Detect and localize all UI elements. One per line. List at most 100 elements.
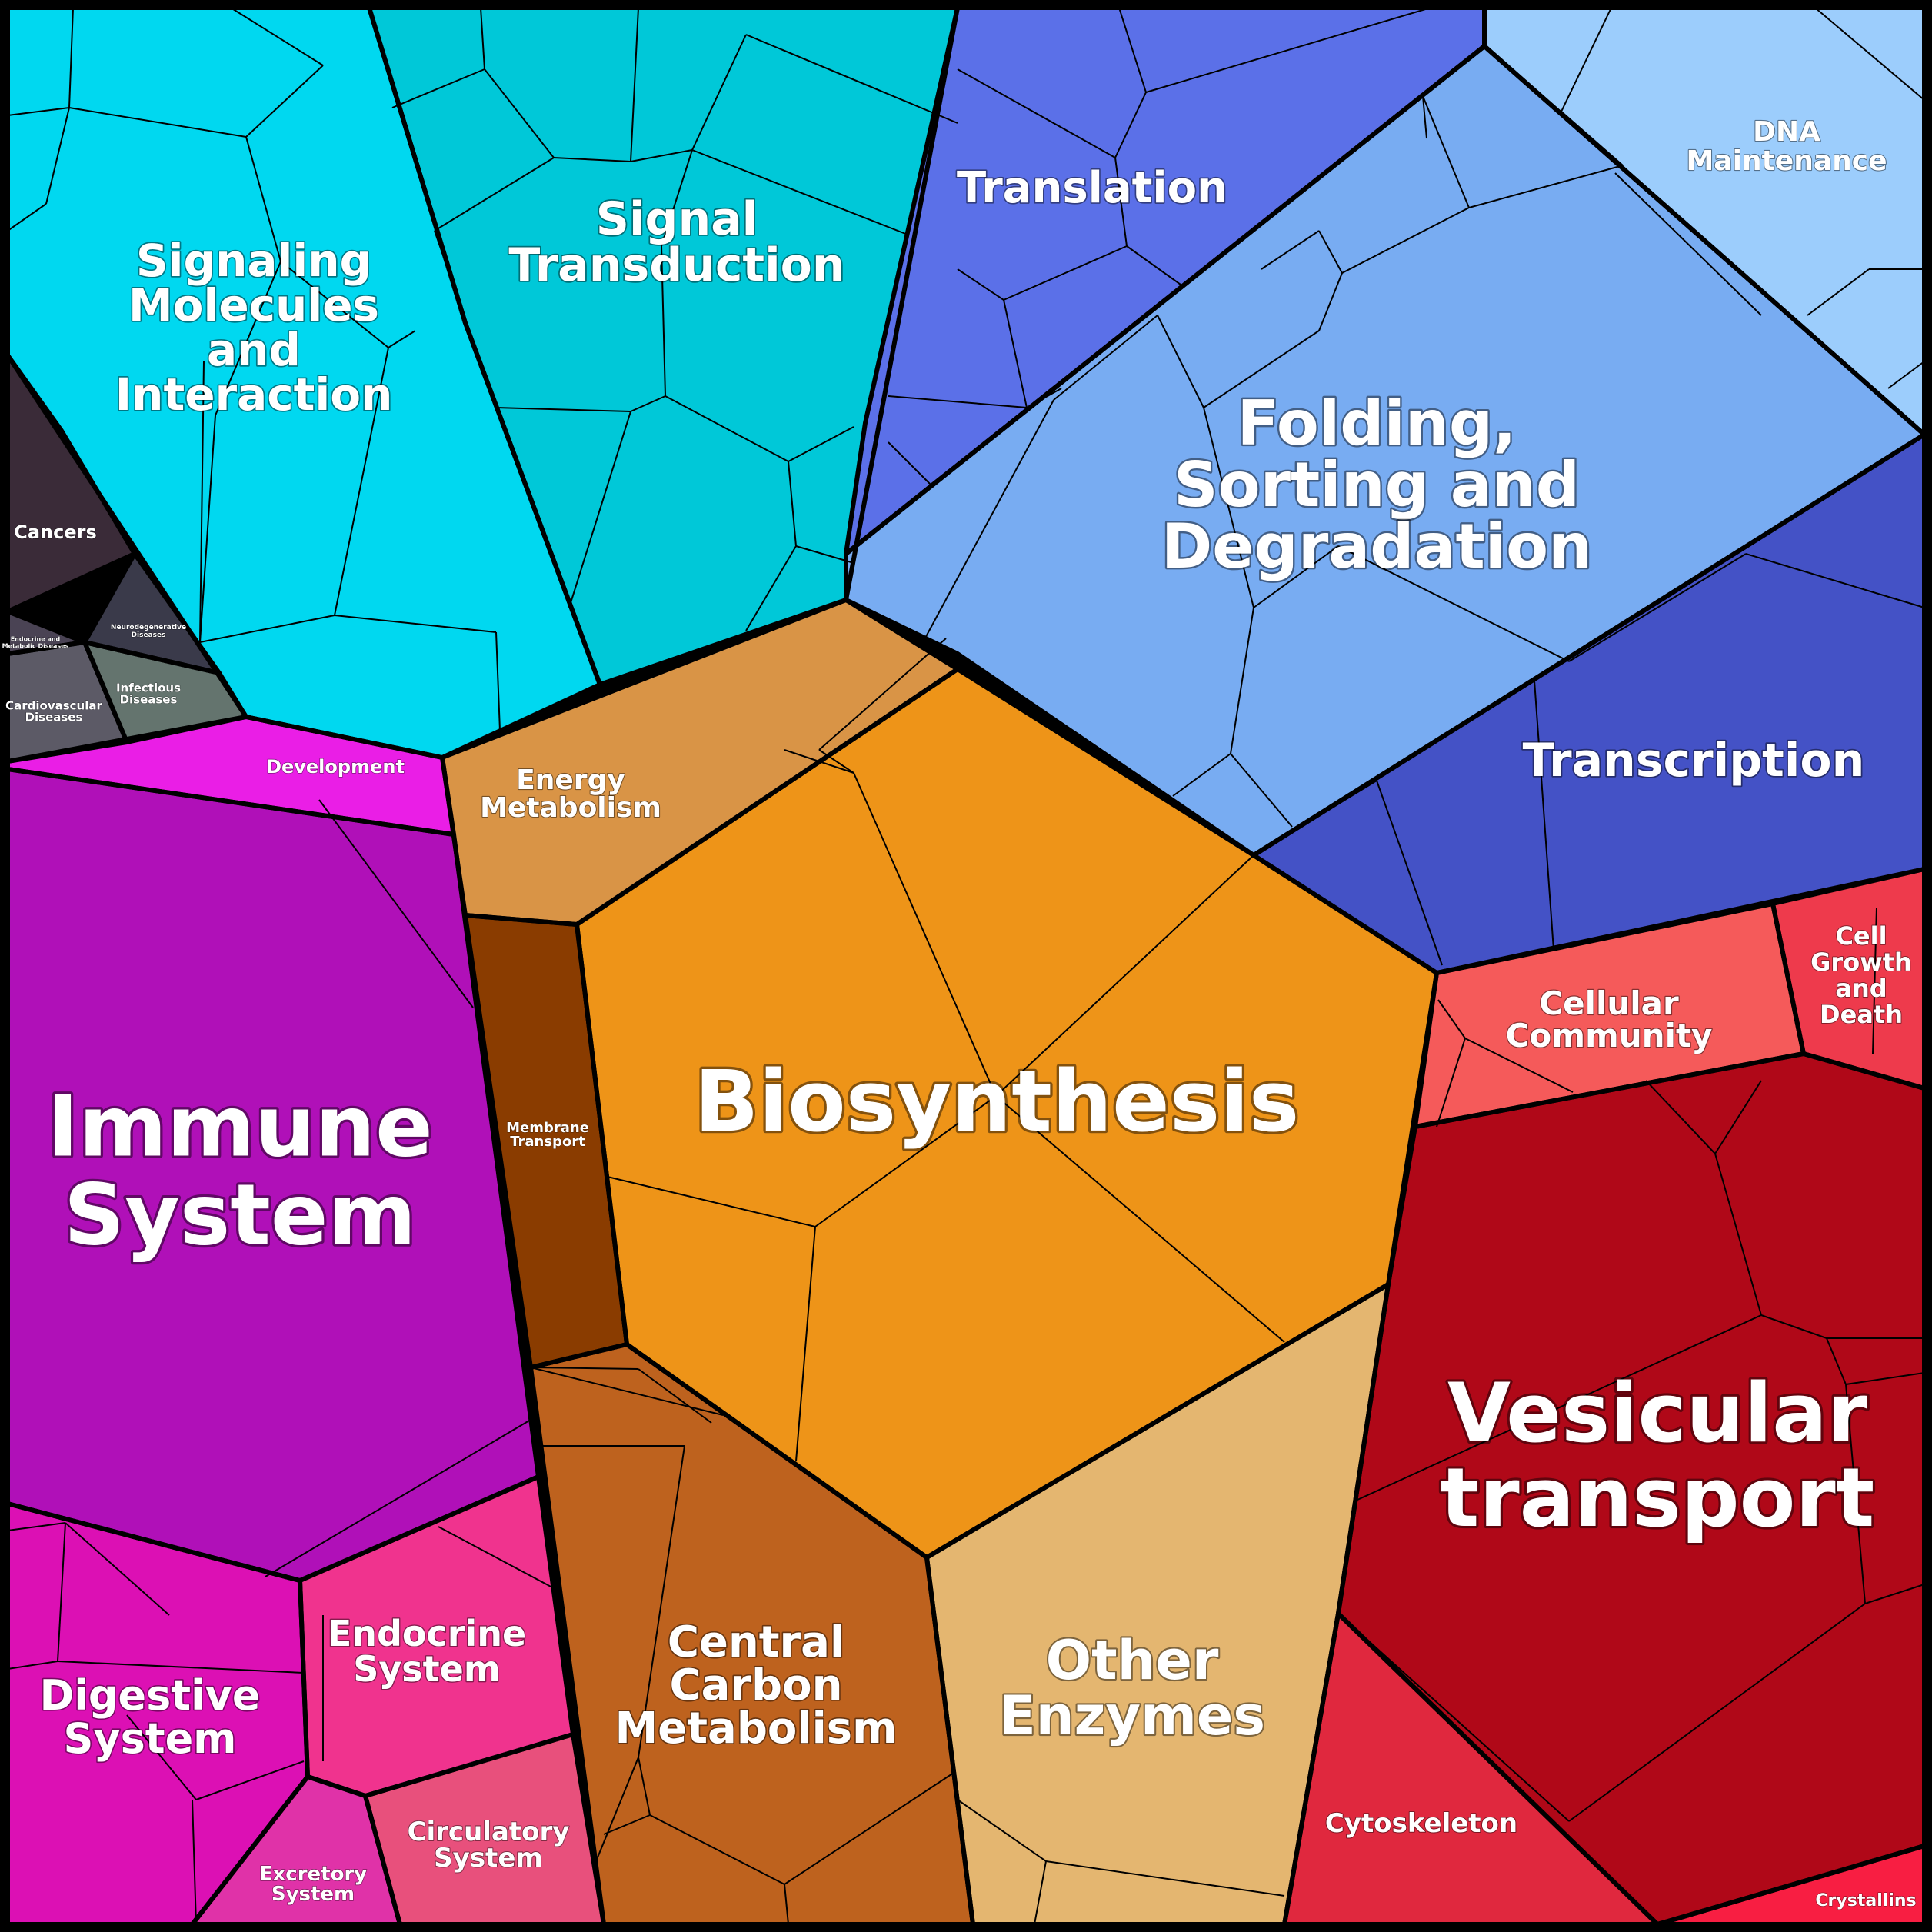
subcell-border [788, 461, 797, 547]
label-transcription: Transcription [1523, 734, 1865, 788]
region-vesicular-transport [1338, 1054, 1924, 1924]
subcell-border [1864, 1584, 1925, 1604]
subcell-border [661, 245, 666, 397]
subcell-border [1114, 157, 1128, 247]
subcell-border [607, 1176, 816, 1227]
region-folding-sorting [846, 46, 1924, 855]
subcell-border [1318, 230, 1343, 274]
subcell-border [1053, 315, 1158, 401]
subcell-border [1845, 1372, 1925, 1385]
region-digestive-system [8, 1504, 308, 1924]
subcell-border [888, 395, 1028, 408]
subcell-border [957, 1799, 1047, 1862]
subcell-border [68, 107, 247, 138]
subcell-border [438, 1526, 555, 1589]
region-energy-metabolism [442, 600, 958, 924]
subcell-border [1437, 999, 1466, 1039]
subcell-border [1341, 207, 1470, 274]
region-dna-maintenance [1484, 8, 1924, 435]
subcell-border [1826, 1337, 1847, 1385]
subcell-border [245, 65, 324, 138]
subcell-border [630, 7, 639, 162]
subcell-border [265, 1414, 539, 1577]
subcell-border [638, 1757, 651, 1816]
subcell-border [7, 1661, 58, 1670]
subcell-border [1887, 361, 1925, 389]
subcell-border [1714, 1153, 1762, 1316]
subcell-border [1376, 780, 1443, 966]
region-signaling-molecules [8, 8, 600, 758]
subcell-border [665, 395, 789, 462]
subcell-border [215, 261, 281, 416]
subcell-border [192, 1799, 197, 1925]
subcell-border [1318, 272, 1343, 331]
subcell-border [1714, 1080, 1762, 1154]
subcell-border [1145, 7, 1431, 93]
subcell-border [1760, 1314, 1827, 1339]
subcell-border [1034, 1860, 1047, 1925]
label-crystallins: Crystallins [1815, 1891, 1916, 1910]
subcell-border [1172, 753, 1231, 797]
subcell-border [691, 149, 908, 235]
subcell-border [495, 631, 501, 731]
subcell-border [1436, 1038, 1466, 1128]
subcell-border [1253, 545, 1339, 608]
subcell-border [68, 7, 74, 108]
subcell-border [1468, 165, 1624, 208]
subcell-border [795, 1226, 816, 1462]
label-cytoskeleton: Cytoskeleton [1325, 1808, 1517, 1839]
subcell-border [1645, 1080, 1716, 1154]
subcell-border [995, 1095, 1285, 1343]
region-development [8, 717, 454, 834]
label-cancers: Cancers [14, 521, 97, 543]
subcell-border [1157, 315, 1204, 408]
subcell-border [649, 1814, 785, 1885]
region-immune-system [8, 769, 538, 1581]
subcell-border [888, 441, 931, 485]
subcell-border [553, 157, 631, 162]
subcell-border [199, 615, 335, 643]
subcell-border [1203, 407, 1254, 608]
subcell-border [280, 261, 389, 348]
subcell-border [434, 157, 555, 232]
subcell-border [199, 415, 216, 643]
subcell-border [995, 854, 1254, 1097]
subcell-border [1126, 245, 1181, 285]
subcell-border [195, 1760, 305, 1800]
subcell-border [814, 1095, 997, 1227]
subcell-border [661, 149, 693, 247]
subcell-border [638, 1368, 712, 1424]
subcell-border [1114, 92, 1147, 158]
subcell-border [784, 1772, 954, 1885]
subcell-border [484, 68, 555, 158]
subcell-border [1745, 553, 1925, 608]
subcell-border [630, 149, 693, 162]
subcell-border [1807, 268, 1870, 316]
region-endocrine-system [300, 1477, 573, 1796]
subcell-border [1261, 230, 1320, 270]
subcell-border [638, 1445, 685, 1758]
region-cytoskeleton [1284, 1614, 1657, 1924]
subcell-border [7, 1522, 66, 1531]
subcell-border [1357, 1314, 1762, 1501]
label-development: Development [266, 756, 405, 778]
subcell-border [1003, 299, 1028, 408]
subcell-border [1614, 172, 1762, 316]
region-infectious-diseases [85, 642, 246, 742]
subcell-border [1230, 753, 1293, 828]
subcell-border [745, 34, 958, 124]
subcell-border [245, 136, 281, 262]
region-cell-growth-death [1773, 869, 1924, 1088]
region-cancers [8, 355, 135, 611]
